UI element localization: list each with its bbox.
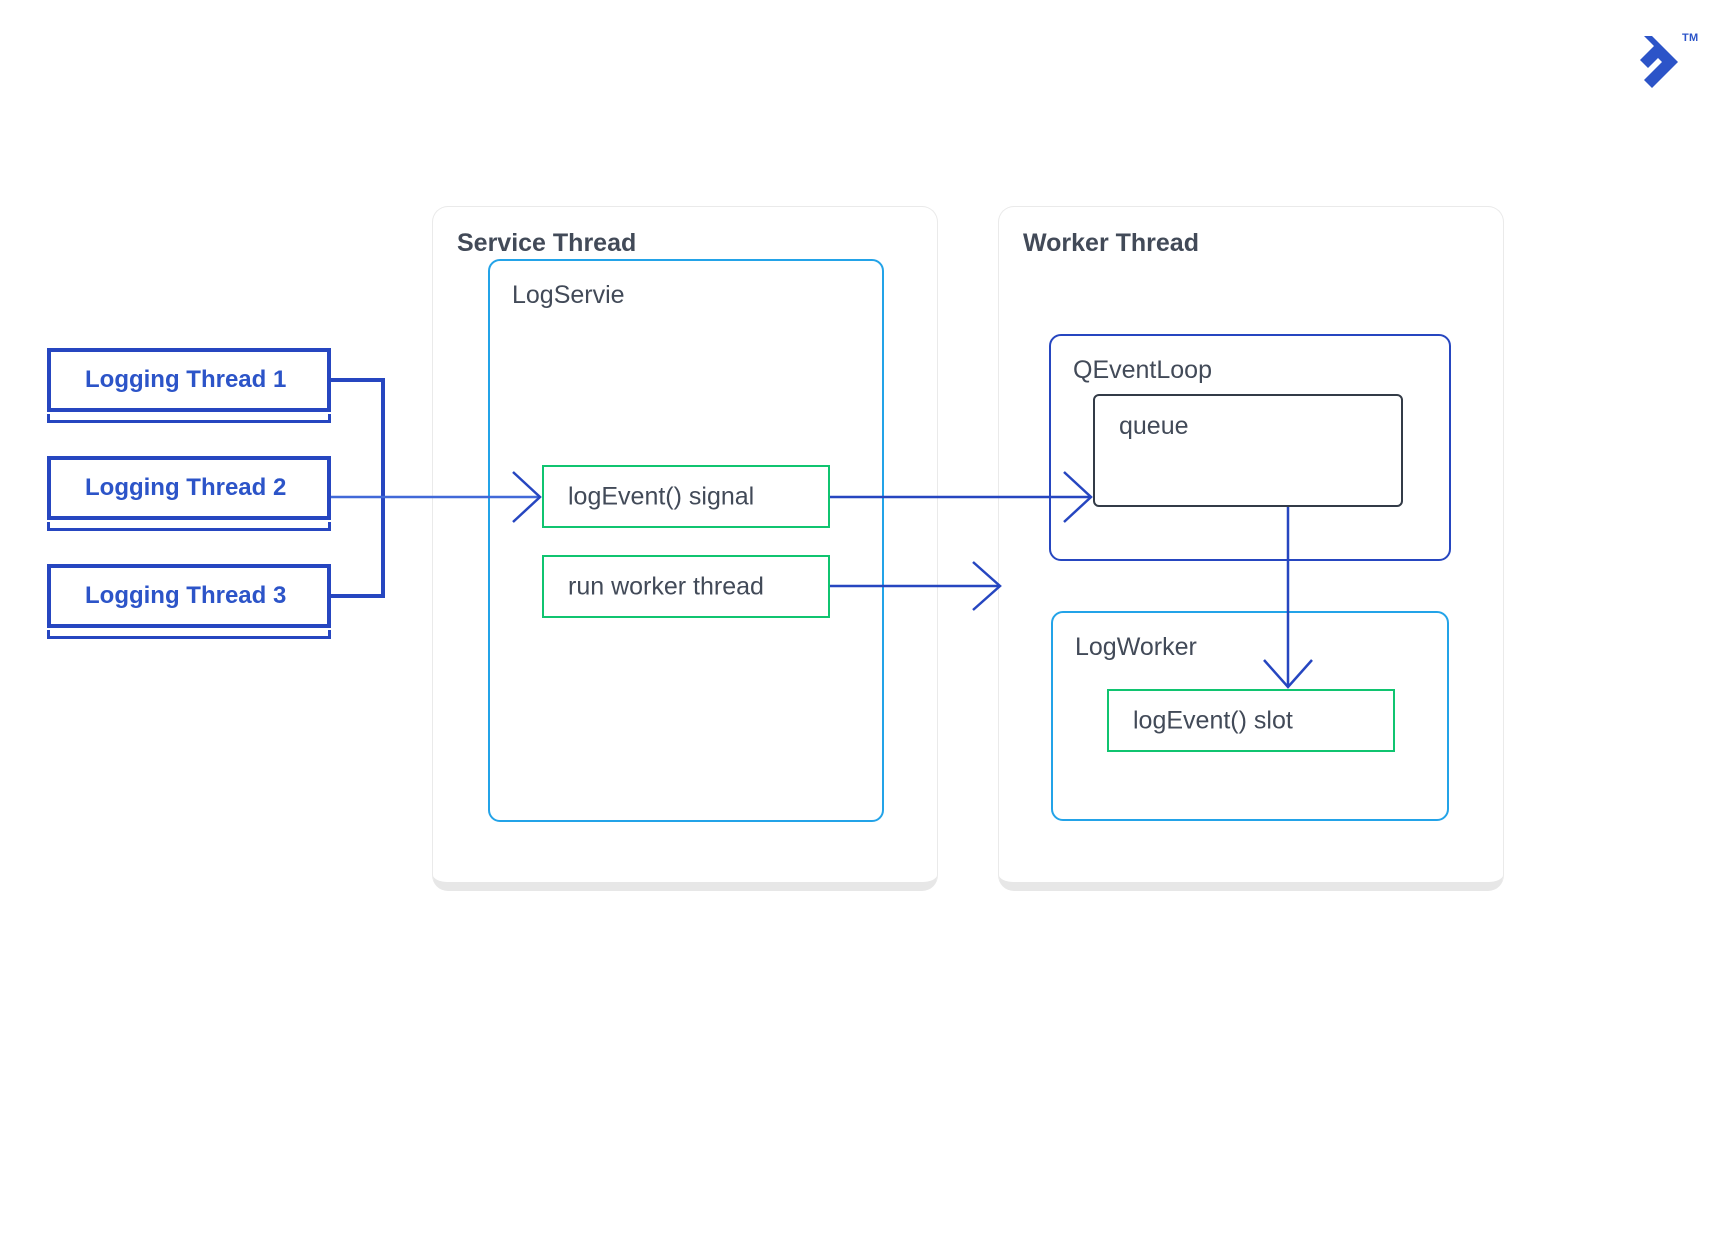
logging-thread-3-label: Logging Thread 3 <box>85 582 287 609</box>
producer-bracket <box>331 378 385 598</box>
logging-thread-2-label: Logging Thread 2 <box>85 474 287 501</box>
log-service-box: LogServie <box>488 259 884 822</box>
logging-thread-2-stack <box>47 522 331 531</box>
run-worker-thread-label: run worker thread <box>568 572 764 600</box>
logging-thread-2-box[interactable]: Logging Thread 2 <box>47 456 331 520</box>
trademark-symbol: TM <box>1682 32 1699 44</box>
log-event-slot-box[interactable]: logEvent() slot <box>1107 689 1395 752</box>
toptal-logo: TM <box>1634 26 1704 96</box>
log-worker-title: LogWorker <box>1075 633 1197 661</box>
service-thread-title: Service Thread <box>457 229 637 257</box>
log-service-title: LogServie <box>512 281 625 309</box>
qeventloop-title: QEventLoop <box>1073 356 1212 384</box>
logging-thread-1-stack <box>47 414 331 423</box>
queue-title: queue <box>1119 412 1189 440</box>
logging-thread-1-label: Logging Thread 1 <box>85 366 287 393</box>
queue-box: queue <box>1093 394 1403 507</box>
run-worker-thread-box[interactable]: run worker thread <box>542 555 830 618</box>
log-event-signal-box[interactable]: logEvent() signal <box>542 465 830 528</box>
toptal-logo-mark <box>1640 36 1678 88</box>
logging-thread-3-stack <box>47 630 331 639</box>
logging-thread-3-box[interactable]: Logging Thread 3 <box>47 564 331 628</box>
log-event-slot-label: logEvent() slot <box>1133 706 1293 734</box>
log-event-signal-label: logEvent() signal <box>568 482 755 510</box>
worker-thread-title: Worker Thread <box>1023 229 1199 257</box>
logging-thread-1-box[interactable]: Logging Thread 1 <box>47 348 331 412</box>
